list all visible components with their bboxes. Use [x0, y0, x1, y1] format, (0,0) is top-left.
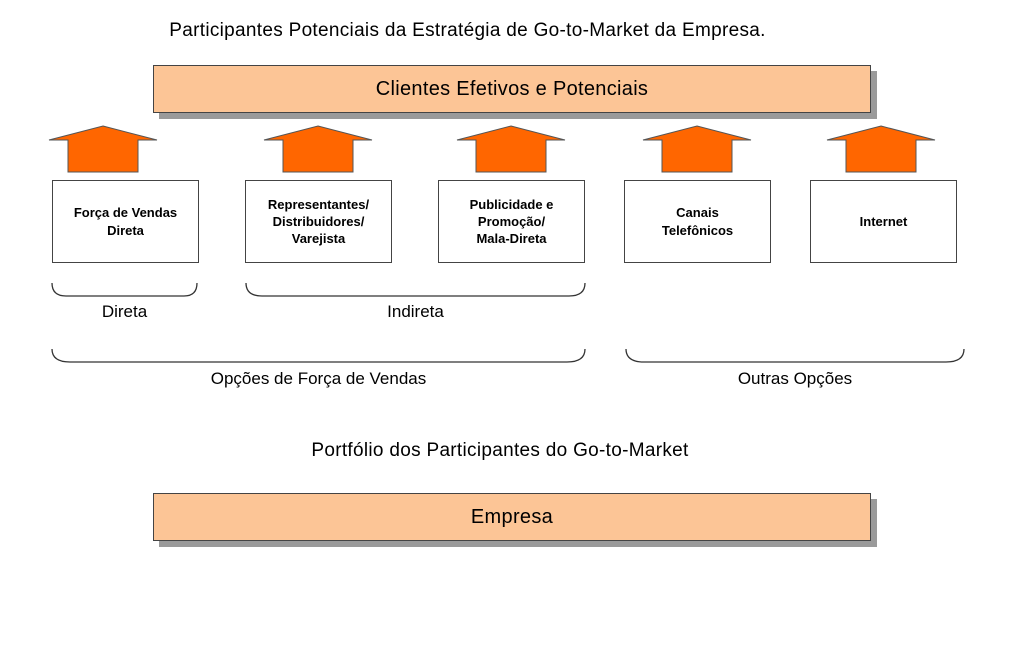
label-indireta: Indireta [387, 302, 444, 321]
up-arrow-icon [456, 125, 566, 173]
brace-outras-opcoes [625, 348, 965, 363]
label-outras-opcoes: Outras Opções [737, 369, 853, 388]
box-internet: Internet [810, 180, 957, 263]
up-arrow-icon [48, 125, 158, 173]
box-publicidade: Publicidade e Promoção/ Mala-Direta [438, 180, 585, 263]
up-arrow-icon [642, 125, 752, 173]
box-line: Representantes/ [267, 196, 370, 212]
box-canais-telefonicos: Canais Telefônicos [624, 180, 771, 263]
box-line: Direta [107, 222, 144, 238]
company-banner: Empresa [153, 493, 871, 541]
box-line: Canais [676, 205, 719, 221]
brace-indireta [245, 282, 586, 297]
brace-opcoes-forca-vendas [51, 348, 586, 363]
label-direta: Direta [101, 302, 148, 321]
box-line: Publicidade e [469, 196, 554, 212]
up-arrow-icon [826, 125, 936, 173]
box-line: Varejista [291, 231, 346, 247]
up-arrow-icon [263, 125, 373, 173]
box-line: Promoção/ [477, 213, 546, 229]
box-representantes: Representantes/ Distribuidores/ Varejist… [245, 180, 392, 263]
diagram-title: Participantes Potenciais da Estratégia d… [169, 20, 766, 41]
portfolio-subtitle: Portfólio dos Participantes do Go-to-Mar… [311, 440, 689, 461]
box-line: Distribuidores/ [272, 213, 365, 229]
box-line: Mala-Direta [476, 231, 547, 247]
brace-direta [51, 282, 198, 297]
box-line: Força de Vendas [73, 205, 178, 221]
label-opcoes-forca-vendas: Opções de Força de Vendas [210, 369, 427, 388]
box-forca-vendas-direta: Força de Vendas Direta [52, 180, 199, 263]
box-line: Telefônicos [661, 222, 734, 238]
customers-banner: Clientes Efetivos e Potenciais [153, 65, 871, 113]
box-line: Internet [859, 213, 908, 229]
